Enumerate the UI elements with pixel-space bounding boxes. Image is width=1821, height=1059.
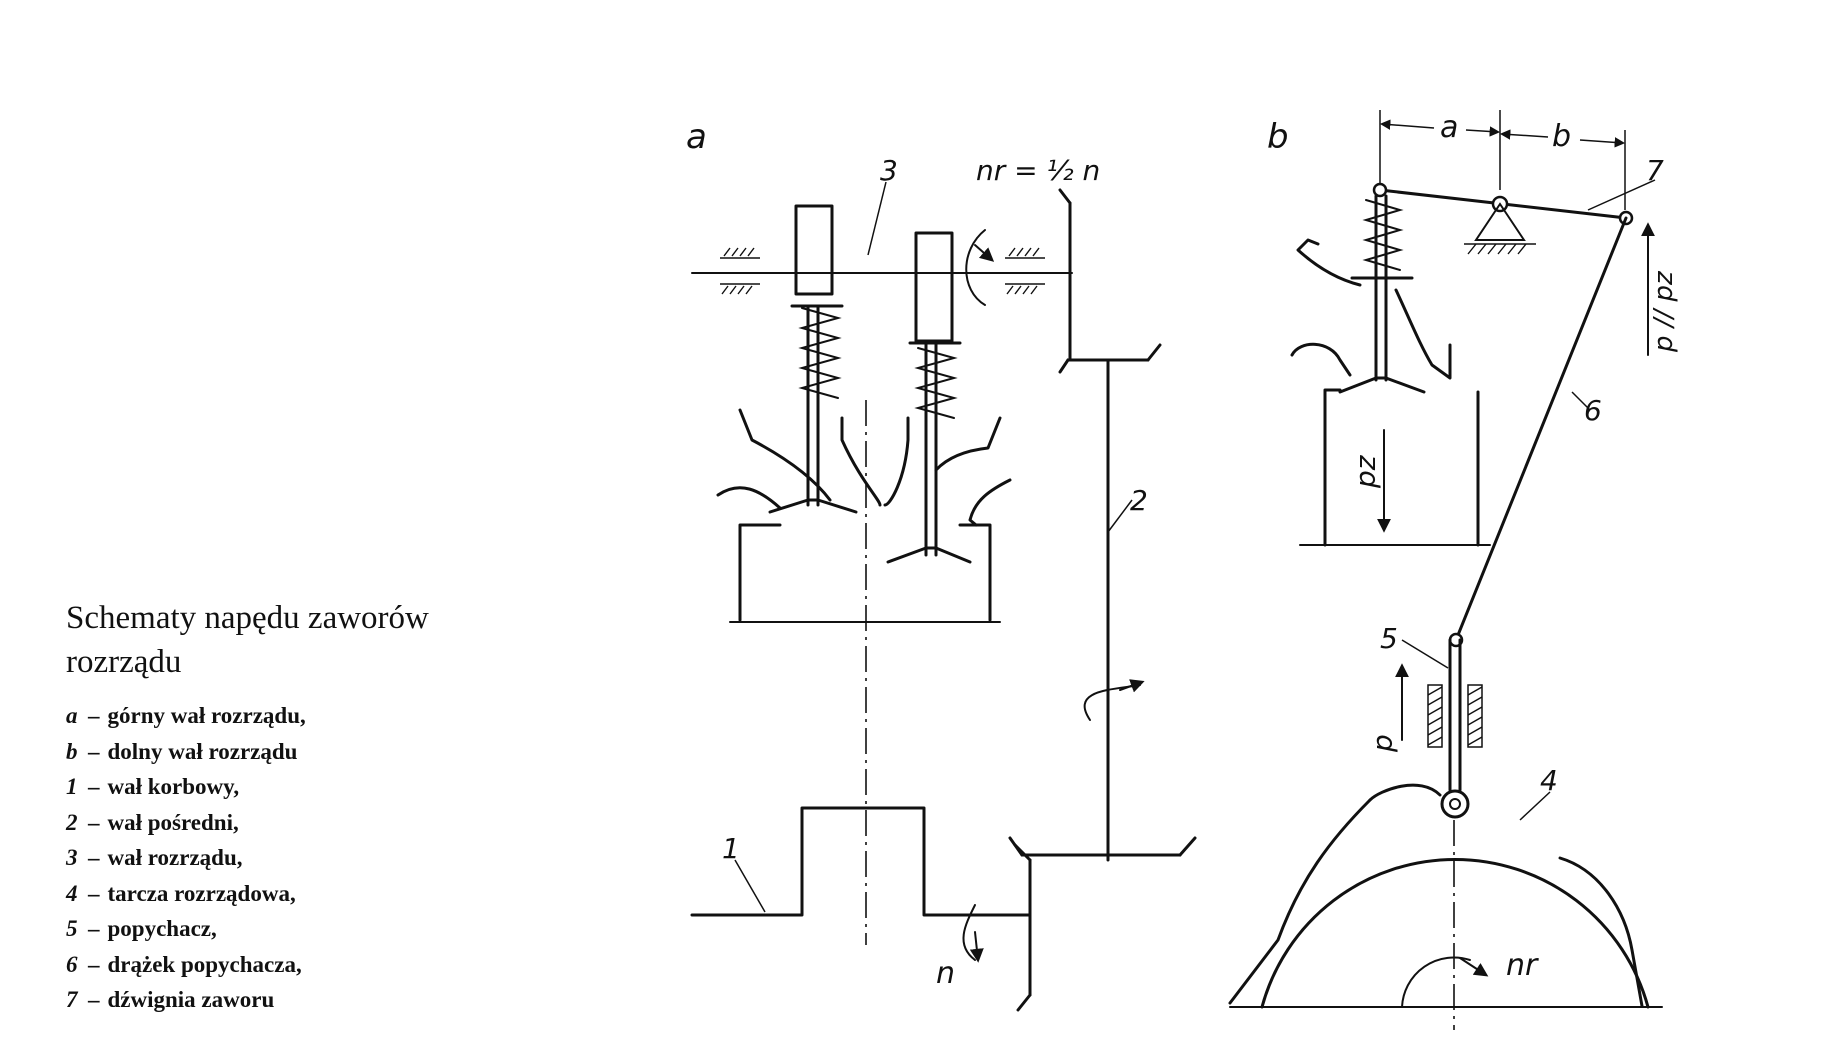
- push-rod-6: [1454, 216, 1628, 642]
- legend-item-1: 1–wał korbowy,: [66, 769, 526, 805]
- label-4: 4: [1540, 764, 1558, 797]
- cylinder-wall-b-left: [1323, 388, 1342, 547]
- label-a: a: [686, 117, 707, 157]
- legend-key: 3: [66, 845, 78, 870]
- label-6: 6: [1584, 394, 1602, 427]
- legend-item-3: 3–wał rozrządu,: [66, 840, 526, 876]
- legend-item-5: 5–popychacz,: [66, 911, 526, 947]
- legend-list: a–górny wał rozrządu, b–dolny wał rozrzą…: [66, 698, 526, 1018]
- label-3: 3: [880, 154, 898, 187]
- legend-text: dolny wał rozrządu: [107, 738, 298, 764]
- cam-disc-4: [1260, 858, 1650, 1009]
- cam-right: [914, 231, 954, 343]
- legend-key: 7: [66, 987, 78, 1012]
- valve-head-left: [768, 498, 858, 514]
- label-b: b: [1267, 117, 1289, 157]
- label-5: 5: [1380, 622, 1398, 655]
- legend-text: tarcza rozrządowa,: [107, 880, 296, 906]
- legend-key: 5: [66, 916, 78, 941]
- legend-key: a: [66, 703, 78, 728]
- tappet-guide: [1427, 684, 1483, 748]
- dim-a-label: a: [1440, 110, 1458, 145]
- label-7: 7: [1646, 154, 1664, 187]
- label-nr-top: nr = ½ n: [976, 154, 1100, 187]
- crankshaft-1: [690, 806, 1032, 917]
- legend-item-7: 7–dźwignia zaworu: [66, 982, 526, 1018]
- bearing-right: [1005, 247, 1045, 295]
- legend-text: wał korbowy,: [107, 774, 240, 799]
- legend-text: wał pośredni,: [107, 809, 239, 835]
- label-n: n: [936, 956, 955, 991]
- port-right-outer: [934, 416, 1002, 472]
- legend-key: 1: [66, 774, 78, 799]
- label-pz: pz: [1349, 454, 1382, 489]
- legend-item-4: 4–tarcza rozrządowa,: [66, 876, 526, 912]
- cylinder-wall-left: [738, 523, 782, 622]
- label-2: 2: [1130, 484, 1148, 517]
- diagram-a: a 3: [686, 117, 1197, 1012]
- spring-left: [798, 307, 842, 399]
- port-left-outer: [738, 408, 832, 502]
- label-nr: nr: [1506, 948, 1539, 983]
- legend-text: wał rozrządu,: [107, 845, 243, 870]
- diagram-b: b a b 7 pz 6: [1228, 110, 1679, 1030]
- label-1: 1: [722, 832, 740, 865]
- legend-item-6: 6–drążek popychacza,: [66, 947, 526, 983]
- spring-b: [1362, 199, 1404, 271]
- legend-item-a: a–górny wał rozrządu,: [66, 698, 526, 734]
- port-left-inner: [840, 416, 882, 507]
- legend-text: dźwignia zaworu: [107, 987, 275, 1012]
- legend-key: 4: [66, 880, 78, 906]
- legend-item-b: b–dolny wał rozrządu: [66, 734, 526, 770]
- label-p-par-pz: p // pz: [1649, 270, 1679, 353]
- cylinder-wall-right: [958, 523, 992, 622]
- legend-key: b: [66, 738, 78, 764]
- legend-item-2: 2–wał pośredni,: [66, 805, 526, 841]
- bearing-left: [720, 247, 760, 295]
- dim-b-label: b: [1552, 119, 1571, 154]
- valve-head-right: [886, 546, 972, 564]
- cam-left: [794, 204, 834, 296]
- legend-text: górny wał rozrządu,: [107, 703, 306, 728]
- caption: Schematy napędu zaworów rozrządu a–górny…: [66, 596, 526, 1018]
- caption-title: Schematy napędu zaworów rozrządu: [66, 600, 429, 680]
- valve-head-b: [1338, 376, 1426, 394]
- label-p: p: [1366, 734, 1399, 753]
- legend-key: 6: [66, 951, 78, 977]
- legend-text: popychacz,: [107, 916, 217, 941]
- legend-key: 2: [66, 809, 78, 835]
- legend-text: drążek popychacza,: [107, 951, 302, 977]
